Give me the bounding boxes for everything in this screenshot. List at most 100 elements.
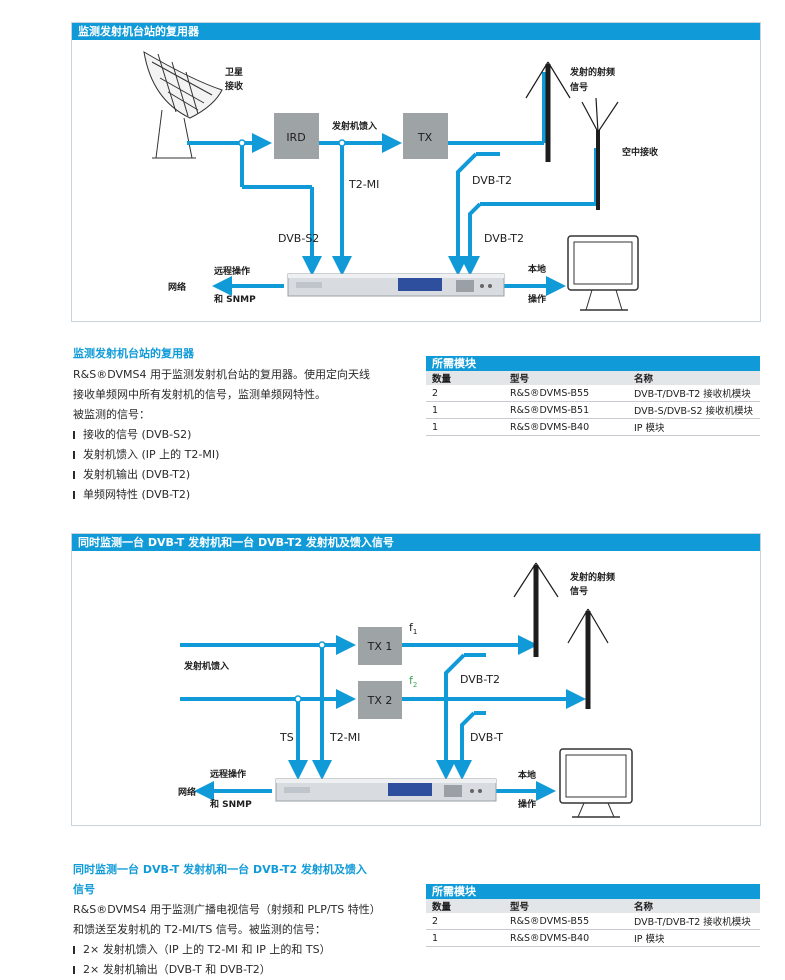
t2mi-label: T2-MI bbox=[348, 178, 379, 191]
rf-label-1: 发射的射频 bbox=[569, 66, 615, 78]
monitor-icon bbox=[559, 748, 633, 818]
table-row: 2 R&S®DVMS-B55 DVB-T/DVB-T2 接收机模块 bbox=[426, 385, 760, 402]
table-row: 1 R&S®DVMS-B40 IP 模块 bbox=[426, 418, 760, 436]
section-2-para-line: 和馈送至发射机的 T2-MI/TS 信号。被监测的信号： bbox=[73, 923, 326, 936]
local-label: 本地 bbox=[518, 769, 536, 781]
snmp-label: 和 SNMP bbox=[209, 798, 252, 810]
air-label: 空中接收 bbox=[622, 146, 658, 158]
diagram-panel-1: 监测发射机台站的复用器 卫星 接收 bbox=[71, 22, 761, 322]
tx-box bbox=[403, 113, 448, 159]
dvbs2-label: DVB-S2 bbox=[278, 232, 319, 245]
tx2-label: TX 2 bbox=[367, 694, 393, 707]
cell: 1 bbox=[426, 418, 504, 436]
diagram-1-title: 监测发射机台站的复用器 bbox=[72, 23, 760, 40]
list-item: 2× 发射机输出（DVB-T 和 DVB-T2） bbox=[73, 960, 381, 980]
transmit-antenna-icon bbox=[567, 608, 609, 709]
section-2-body: R&S®DVMS4 用于监测广播电视信号（射频和 PLP/TS 特性） 和馈送至… bbox=[73, 900, 381, 980]
cell: R&S®DVMS-B55 bbox=[504, 385, 628, 402]
network-label: 网络 bbox=[178, 786, 196, 798]
sat-label-2: 接收 bbox=[225, 80, 243, 92]
operate-label: 操作 bbox=[528, 293, 546, 305]
t2mi-label: T2-MI bbox=[329, 731, 360, 744]
remote-label: 远程操作 bbox=[214, 265, 250, 277]
satellite-dish-icon bbox=[143, 51, 223, 159]
dvms4-device-icon bbox=[287, 273, 505, 297]
table-row: 1 R&S®DVMS-B51 DVB-S/DVB-S2 接收机模块 bbox=[426, 401, 760, 419]
cell: DVB-S/DVB-S2 接收机模块 bbox=[628, 401, 760, 419]
signal-lines bbox=[187, 72, 598, 296]
section-2-title-line: 信号 bbox=[73, 883, 95, 896]
cell: DVB-T/DVB-T2 接收机模块 bbox=[628, 385, 760, 402]
section-2-para-line: R&S®DVMS4 用于监测广播电视信号（射频和 PLP/TS 特性） bbox=[73, 903, 381, 916]
modules-title: 所需模块 bbox=[426, 356, 760, 371]
network-label: 网络 bbox=[168, 281, 186, 293]
rf-label-2: 信号 bbox=[570, 81, 588, 93]
tx1-label: TX 1 bbox=[367, 640, 393, 653]
cell: 1 bbox=[426, 929, 504, 947]
snmp-label: 和 SNMP bbox=[213, 293, 256, 305]
dvbt-label: DVB-T bbox=[470, 731, 503, 744]
list-item: 单频网特性 (DVB-T2) bbox=[73, 485, 370, 505]
list-item: 发射机输出 (DVB-T2) bbox=[73, 465, 370, 485]
ird-box bbox=[274, 113, 319, 159]
dvbt2-label: DVB-T2 bbox=[460, 673, 500, 686]
modules-title: 所需模块 bbox=[426, 884, 760, 899]
dvbt2-label-b: DVB-T2 bbox=[484, 232, 524, 245]
section-1-para-line: 接收单频网中所有发射机的信号，监测单频网特性。 bbox=[73, 388, 326, 401]
local-label: 本地 bbox=[528, 263, 546, 275]
col-header: 数量 bbox=[426, 371, 504, 385]
cell: IP 模块 bbox=[628, 418, 760, 436]
table-header-row: 数量 型号 名称 bbox=[426, 371, 760, 385]
col-header: 数量 bbox=[426, 899, 504, 913]
col-header: 名称 bbox=[628, 371, 760, 385]
rf-label-2: 信号 bbox=[570, 585, 588, 597]
cell: 2 bbox=[426, 385, 504, 402]
table-row: 2 R&S®DVMS-B55 DVB-T/DVB-T2 接收机模块 bbox=[426, 913, 760, 930]
remote-label: 远程操作 bbox=[210, 768, 246, 780]
receive-antenna-icon bbox=[581, 97, 619, 210]
dvbt2-label-a: DVB-T2 bbox=[472, 174, 512, 187]
table-row: 1 R&S®DVMS-B40 IP 模块 bbox=[426, 929, 760, 947]
diagram-panel-2: 同时监测一台 DVB-T 发射机和一台 DVB-T2 发射机及馈入信号 bbox=[71, 533, 761, 826]
cell: 1 bbox=[426, 401, 504, 419]
rf-label-1: 发射的射频 bbox=[569, 571, 615, 583]
tx-label: TX bbox=[417, 131, 433, 144]
transmit-antenna-icon bbox=[525, 61, 571, 162]
operate-label: 操作 bbox=[518, 798, 536, 810]
cell: DVB-T/DVB-T2 接收机模块 bbox=[628, 913, 760, 930]
col-header: 名称 bbox=[628, 899, 760, 913]
list-item: 2× 发射机馈入（IP 上的 T2-MI 和 IP 上的和 TS） bbox=[73, 940, 381, 960]
section-1-bullet-list: 接收的信号 (DVB-S2) 发射机馈入 (IP 上的 T2-MI) 发射机输出… bbox=[73, 425, 370, 505]
cell: R&S®DVMS-B51 bbox=[504, 401, 628, 419]
section-1-body: R&S®DVMS4 用于监测发射机台站的复用器。使用定向天线 接收单频网中所有发… bbox=[73, 365, 370, 505]
section-1-title: 监测发射机台站的复用器 bbox=[73, 347, 194, 360]
f1-label: f1 bbox=[409, 621, 417, 636]
col-header: 型号 bbox=[504, 371, 628, 385]
modules-table-2: 所需模块 数量 型号 名称 2 R&S®DVMS-B55 DVB-T/DVB-T… bbox=[426, 884, 760, 947]
monitor-icon bbox=[567, 235, 639, 311]
list-item: 发射机馈入 (IP 上的 T2-MI) bbox=[73, 445, 370, 465]
ird-label: IRD bbox=[286, 131, 305, 144]
diagram-2-title: 同时监测一台 DVB-T 发射机和一台 DVB-T2 发射机及馈入信号 bbox=[72, 534, 760, 551]
tx2-box bbox=[358, 681, 402, 719]
section-2-bullet-list: 2× 发射机馈入（IP 上的 T2-MI 和 IP 上的和 TS） 2× 发射机… bbox=[73, 940, 381, 980]
cell: 2 bbox=[426, 913, 504, 930]
ts-label: TS bbox=[279, 731, 294, 744]
cell: R&S®DVMS-B40 bbox=[504, 418, 628, 436]
section-1-para-line: 被监测的信号： bbox=[73, 408, 150, 421]
cell: IP 模块 bbox=[628, 929, 760, 947]
modules-table-1: 所需模块 数量 型号 名称 2 R&S®DVMS-B55 DVB-T/DVB-T… bbox=[426, 356, 760, 436]
feed-label: 发射机馈入 bbox=[183, 660, 229, 672]
dvms4-device-icon bbox=[275, 778, 497, 802]
feed-label: 发射机馈入 bbox=[331, 120, 377, 132]
cell: R&S®DVMS-B55 bbox=[504, 913, 628, 930]
table-header-row: 数量 型号 名称 bbox=[426, 899, 760, 913]
section-2-title: 同时监测一台 DVB-T 发射机和一台 DVB-T2 发射机及馈入 信号 bbox=[73, 862, 367, 898]
section-2-title-line: 同时监测一台 DVB-T 发射机和一台 DVB-T2 发射机及馈入 bbox=[73, 863, 367, 876]
tx1-box bbox=[358, 627, 402, 665]
col-header: 型号 bbox=[504, 899, 628, 913]
transmit-antenna-icon bbox=[513, 562, 559, 657]
diagram-1: 卫星 接收 IR bbox=[143, 51, 658, 311]
section-1-para-line: R&S®DVMS4 用于监测发射机台站的复用器。使用定向天线 bbox=[73, 368, 370, 381]
f2-label: f2 bbox=[409, 674, 417, 689]
